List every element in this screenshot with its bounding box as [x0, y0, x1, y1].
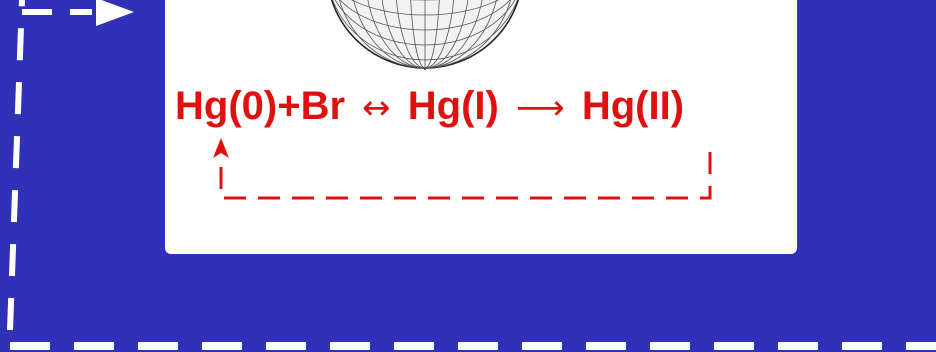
species-hg-i: Hg(I)	[407, 84, 499, 128]
reaction-card: Hg(0)+Br ↔ Hg(I) ⟶ Hg(II)	[165, 0, 797, 254]
reversible-arrow-icon: ↔	[362, 88, 391, 128]
arrow-up-icon	[213, 138, 229, 158]
play-arrow-icon	[96, 0, 134, 26]
reaction-equation: Hg(0)+Br ↔ Hg(I) ⟶ Hg(II)	[175, 82, 684, 132]
outer-dash-left	[7, 0, 25, 331]
species-hg-ii: Hg(II)	[581, 84, 685, 128]
feedback-dash-path	[219, 152, 712, 200]
species-hg0-br: Hg(0)+Br	[175, 84, 346, 128]
mirror-ball-icon	[327, 0, 523, 70]
feedback-dashed-loop	[213, 138, 712, 200]
forward-arrow-icon: ⟶	[515, 88, 565, 128]
